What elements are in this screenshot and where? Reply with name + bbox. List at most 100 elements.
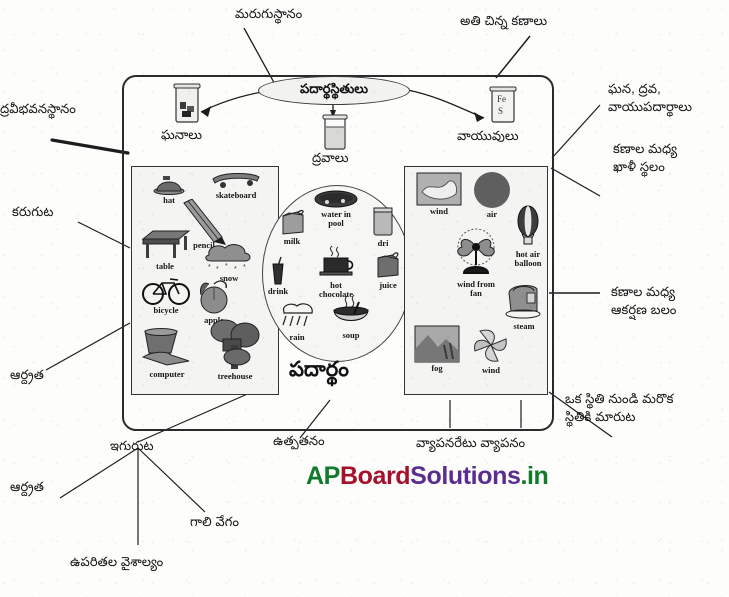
gases-item: steam xyxy=(501,279,547,331)
milk-carton-icon xyxy=(282,209,304,235)
svg-text:Fe: Fe xyxy=(497,94,506,104)
item-caption: bicycle xyxy=(153,305,179,315)
drink-glass-icon xyxy=(272,256,284,285)
bicycle-icon xyxy=(142,278,190,305)
item-caption: hat xyxy=(163,195,175,205)
svg-text:*: * xyxy=(216,266,219,273)
gases-item: wind xyxy=(467,327,515,375)
callout-melting-point: ద్రవీభవనస్థానం xyxy=(0,101,76,116)
callout-tiny-particles: అతి చిన్న కణాలు xyxy=(460,13,548,28)
liquids-item: soup xyxy=(325,294,377,340)
hat-icon xyxy=(153,176,185,195)
item-caption: treehouse xyxy=(217,371,253,381)
callout-wind-speed: గాలి వేగం xyxy=(190,514,240,529)
callout-melting: కరుగుట xyxy=(12,204,54,219)
svg-text:*: * xyxy=(243,264,246,271)
solids-item: treehouse xyxy=(202,317,268,381)
treehouse-icon xyxy=(210,319,260,369)
juice-box-icon xyxy=(377,252,399,278)
callout-space-between-particles: కణాల మధ్య ఖాళీ స్థలం xyxy=(613,141,678,174)
item-caption: soup xyxy=(342,330,360,340)
pool-icon xyxy=(314,190,358,208)
item-caption: hot chocolate xyxy=(319,280,353,299)
snow-icon: * * * * * xyxy=(205,244,251,273)
liquids-circle: milk water in pool dri drink xyxy=(262,185,412,362)
item-caption: pencil xyxy=(193,240,215,250)
liquids-item: juice xyxy=(367,248,409,290)
callout-sublimation: ఉత్పతనం xyxy=(273,433,325,448)
solids-item: pencil xyxy=(174,199,234,250)
computer-icon xyxy=(141,328,190,366)
gases-beaker-icon: Fe S xyxy=(487,84,519,131)
rain-cloud-icon xyxy=(282,303,313,327)
solids-item: table xyxy=(137,227,193,271)
ellipse-title: పదార్థస్థితులు xyxy=(300,81,368,96)
item-caption: dri xyxy=(377,238,389,248)
callout-force-between-particles: కణాల మధ్య ఆకర్షణ బలం xyxy=(611,284,677,317)
watermark-part-2: Board xyxy=(339,462,411,490)
pinwheel-icon xyxy=(474,329,507,362)
solids-beaker-icon xyxy=(170,82,204,131)
callout-boiling-point: మరుగుస్థానం xyxy=(235,6,303,21)
liquids-label: ద్రవాలు xyxy=(312,150,349,165)
solids-item: computer xyxy=(135,327,199,379)
fog-landscape-icon xyxy=(414,325,460,363)
liquids-item: hot chocolate xyxy=(307,244,365,299)
svg-text:*: * xyxy=(234,266,237,273)
callout-surface-area: ఉపరితల వైశాల్యం xyxy=(70,554,164,569)
apple-icon xyxy=(200,280,228,314)
item-caption: hot air balloon xyxy=(514,249,542,268)
liquids-item: dri xyxy=(363,204,403,248)
item-caption: drink xyxy=(267,286,289,296)
hot-air-balloon-icon xyxy=(517,205,539,245)
callout-solid-liquid-gas-substances: ఘన, ద్రవ, వాయుపదార్థాలు xyxy=(608,81,693,114)
table-icon xyxy=(141,230,191,258)
fan-icon xyxy=(457,228,495,274)
glass-icon xyxy=(373,207,393,236)
gases-panel: wind air hot air balloon xyxy=(404,166,548,395)
callout-diffusion-rate: వ్యాపనరేటు వ్యాపనం xyxy=(416,435,526,450)
callout-evaporation: ఇగురుట xyxy=(110,438,154,453)
soup-bowl-icon xyxy=(333,294,369,321)
svg-text:S: S xyxy=(498,106,503,116)
solids-item: *** ** snow xyxy=(198,241,260,283)
svg-text:*: * xyxy=(225,263,228,270)
liquids-item: drink xyxy=(257,256,299,296)
item-caption: rain xyxy=(289,332,305,342)
liquids-item: water in pool xyxy=(308,189,364,228)
item-caption: apple xyxy=(204,315,224,325)
item-caption: wind from fan xyxy=(457,279,495,298)
gases-item: wind xyxy=(413,172,465,216)
liquids-item: rain xyxy=(273,300,321,342)
item-caption: wind xyxy=(430,206,448,216)
svg-text:*: * xyxy=(208,264,211,271)
gases-item: air xyxy=(470,171,514,219)
item-caption: table xyxy=(156,261,174,271)
item-caption: milk xyxy=(283,236,301,246)
item-caption: steam xyxy=(513,321,535,331)
item-caption: skateboard xyxy=(215,190,257,200)
item-caption: computer xyxy=(149,369,185,379)
callout-humidity-lower: ఆర్ద్రత xyxy=(10,479,44,494)
item-caption: water in pool xyxy=(321,209,351,228)
watermark-part-4: .in xyxy=(520,462,549,490)
page-title: పదార్థం xyxy=(289,358,349,381)
steam-iron-icon xyxy=(505,285,541,319)
hot-chocolate-icon xyxy=(319,245,354,276)
gases-item: wind from fan xyxy=(445,227,507,298)
solids-item: skateboard xyxy=(204,170,268,200)
solids-panel: hat skateboard pencil xyxy=(131,166,279,395)
solids-item: apple xyxy=(188,275,240,325)
skateboard-icon xyxy=(212,173,260,188)
item-caption: wind xyxy=(482,365,500,375)
pencil-icon xyxy=(183,199,226,245)
watermark: APBoardSolutions.in xyxy=(306,462,549,491)
callout-humidity-upper: ఆర్ద్రత xyxy=(10,367,44,382)
solids-item: bicycle xyxy=(137,275,195,315)
solids-item: hat xyxy=(144,173,194,205)
callout-change-of-state: ఒక స్థితి నుండి మరొక స్థితికి మారుట xyxy=(565,391,674,424)
liquids-beaker-icon xyxy=(320,113,350,158)
item-caption: juice xyxy=(379,280,397,290)
solids-label: ఘనాలు xyxy=(161,127,202,142)
gases-item: hot air balloon xyxy=(508,205,548,268)
